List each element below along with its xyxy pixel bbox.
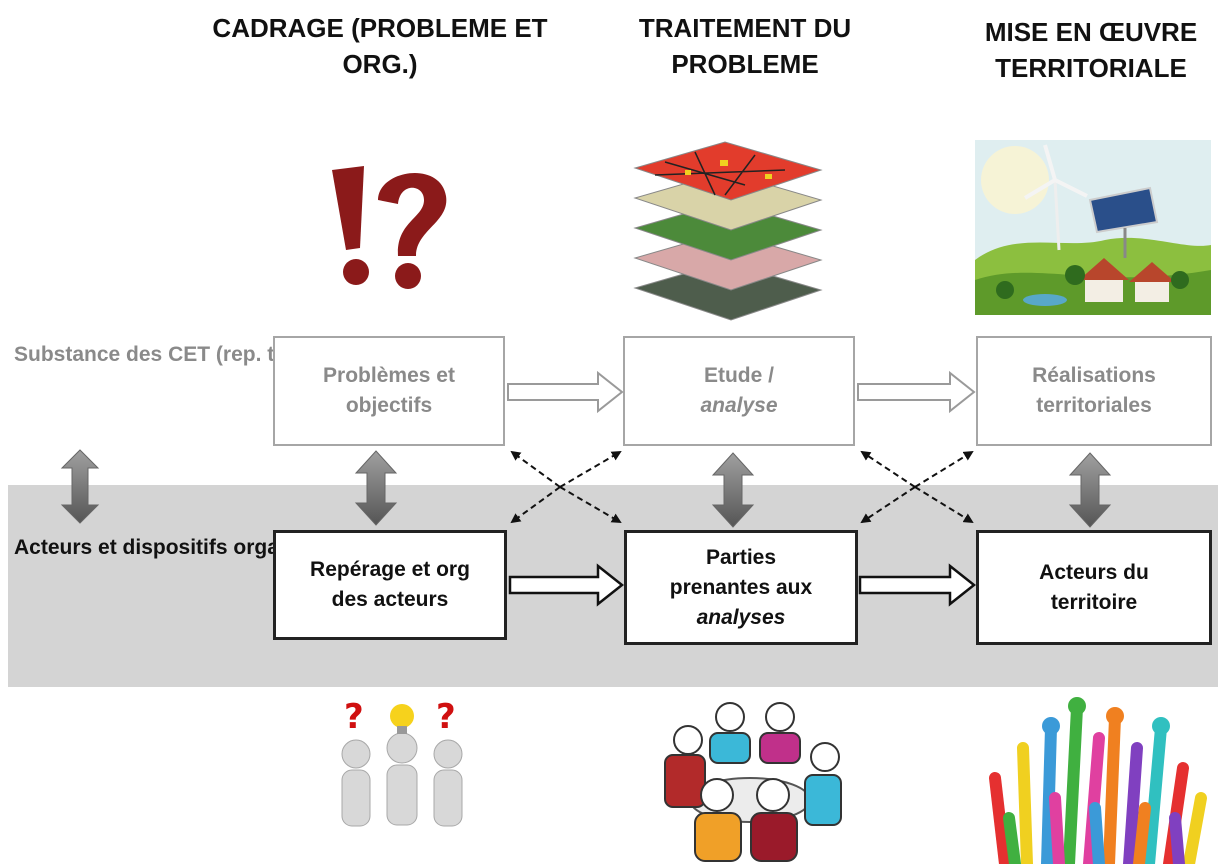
hollow-arrow-right	[857, 370, 976, 414]
box-line: territoire	[1050, 590, 1138, 614]
box-line: territoriales	[1036, 394, 1152, 417]
thinking-people-icon: ? ?	[320, 688, 485, 864]
row-label-line: dispositifs	[122, 536, 228, 559]
box-realisations-territoriales: Réalisations territoriales	[976, 336, 1212, 446]
column-title-line: MISE EN ŒUVRE	[984, 17, 1198, 47]
box-line: analyse	[700, 394, 778, 417]
box-line: Réalisations	[1032, 364, 1156, 387]
question-exclamation-icon	[332, 166, 447, 289]
box-line: Acteurs du	[1039, 560, 1149, 584]
renewable-energy-icon	[975, 140, 1211, 315]
column-title-line: TERRITORIALE	[995, 53, 1187, 83]
row-label-line: Acteurs et	[14, 536, 117, 559]
box-problemes-objectifs: Problèmes et objectifs	[273, 336, 505, 446]
box-acteurs-territoire: Acteurs du territoire	[976, 530, 1212, 645]
box-line: Problèmes et	[323, 364, 455, 387]
column-title-line: CADRAGE	[212, 13, 344, 43]
svg-text:?: ?	[344, 697, 364, 737]
box-line: Repérage et org	[310, 558, 470, 581]
svg-text:?: ?	[436, 697, 456, 737]
box-etude-analyse: Etude / analyse	[623, 336, 855, 446]
hollow-arrow-right	[507, 370, 624, 414]
box-line: objectifs	[345, 394, 433, 417]
column-title-traitement: TRAITEMENT DU PROBLEME	[590, 10, 900, 82]
row-label-line: des CET	[126, 343, 211, 366]
column-title-line: (PROBLEME ET ORG.)	[342, 13, 548, 79]
box-parties-prenantes: Parties prenantes aux analyses	[624, 530, 858, 645]
column-title-line: PROBLEME	[671, 49, 819, 79]
box-line: des acteurs	[331, 588, 449, 611]
hollow-arrow-right	[858, 563, 977, 607]
dashed-cross-arrows	[510, 450, 974, 524]
meeting-table-icon	[664, 702, 842, 862]
box-line: Parties	[705, 545, 777, 569]
box-reperage-acteurs: Repérage et org des acteurs	[273, 530, 507, 640]
double-arrow-vertical	[60, 449, 1112, 528]
raised-hands-icon	[989, 697, 1207, 864]
row-label-line: Substance	[14, 343, 121, 366]
column-title-cadrage: CADRAGE (PROBLEME ET ORG.)	[210, 10, 550, 82]
column-title-line: TRAITEMENT DU	[638, 13, 852, 43]
box-line: analyses	[696, 605, 786, 629]
box-line: prenantes aux	[669, 575, 813, 599]
box-line: Etude /	[703, 364, 774, 387]
map-layers-icon	[633, 141, 823, 321]
hollow-arrow-right	[508, 563, 625, 607]
column-title-mise-en-oeuvre: MISE EN ŒUVRE TERRITORIALE	[960, 14, 1222, 86]
